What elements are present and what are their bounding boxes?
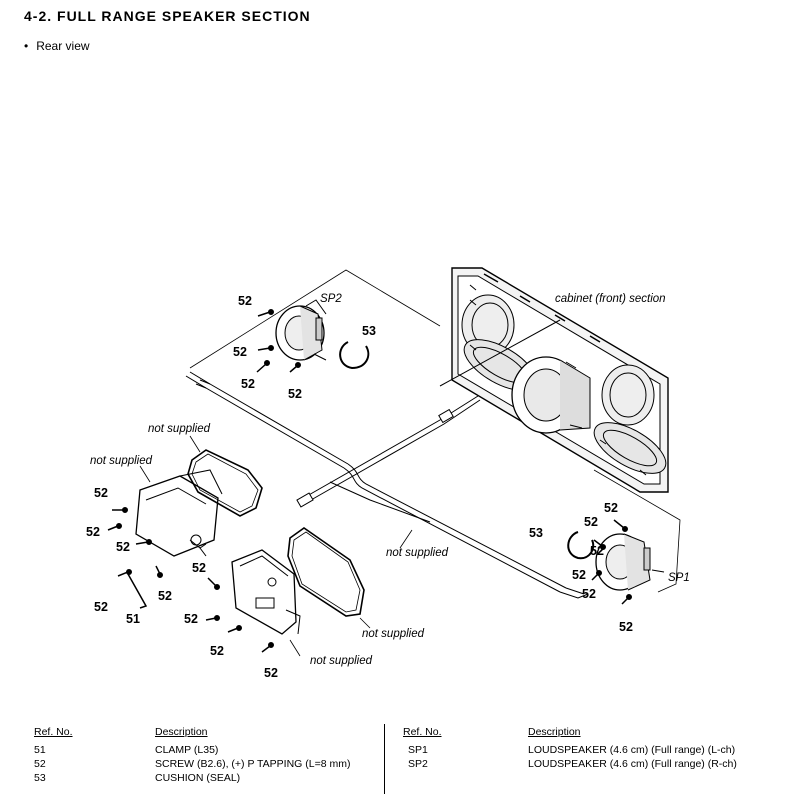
- part-ref: 52: [34, 758, 46, 770]
- ref-callout: 52: [94, 486, 108, 500]
- ref-callout: 52: [192, 561, 206, 575]
- ref-callout: 52: [604, 501, 618, 515]
- part-description: CLAMP (L35): [155, 744, 219, 756]
- ref-callout: 52: [86, 525, 100, 539]
- exploded-view-diagram: cabinet (front) section SP2 SP1 not supp…: [86, 267, 690, 680]
- screws-sp2: [256, 309, 301, 373]
- ref-callout: 52: [158, 589, 172, 603]
- part-description: CUSHION (SEAL): [155, 772, 241, 784]
- label-cabinet-front-section: cabinet (front) section: [555, 293, 666, 305]
- cushion-53-top: [339, 341, 370, 370]
- ref-callout: 52: [233, 345, 247, 359]
- view-caption: • Rear view: [24, 39, 90, 53]
- ref-callout: 52: [572, 568, 586, 582]
- ref-callout: 52: [582, 587, 596, 601]
- ref-callout: 52: [584, 515, 598, 529]
- ref-callout: 52: [116, 540, 130, 554]
- parts-list: Ref. No. Description 51 CLAMP (L35) 52 S…: [0, 720, 800, 800]
- table-divider: [384, 724, 385, 794]
- cabinet-front-section: [451, 267, 669, 493]
- part-ref: 51: [34, 744, 46, 756]
- lower-enclosure: [231, 549, 301, 635]
- part-ref: 53: [34, 772, 46, 784]
- bullet-glyph: •: [24, 39, 29, 53]
- ref-callout: 52: [238, 294, 252, 308]
- ref-callout: 52: [264, 666, 278, 680]
- label-sp2: SP2: [320, 293, 342, 305]
- cushion-53-right: [567, 531, 595, 560]
- label-not-supplied-enclosure-left: not supplied: [90, 455, 153, 467]
- ref-callout: 52: [288, 387, 302, 401]
- screws-left-enclosure: [107, 507, 163, 578]
- gasket-left: [187, 449, 263, 517]
- label-not-supplied-gasket-lower: not supplied: [362, 628, 425, 640]
- screws-sp1: [591, 519, 632, 605]
- header-ref-no-left: Ref. No.: [34, 726, 73, 738]
- part-description: LOUDSPEAKER (4.6 cm) (Full range) (L-ch): [528, 744, 736, 756]
- part-ref: SP2: [408, 758, 428, 770]
- header-description-right: Description: [528, 726, 581, 738]
- label-sp1: SP1: [668, 572, 690, 584]
- ref-callout: 52: [94, 600, 108, 614]
- ref-callout: 52: [619, 620, 633, 634]
- label-not-supplied-enclosure-lower: not supplied: [310, 655, 373, 667]
- label-not-supplied-gasket-left: not supplied: [148, 423, 211, 435]
- view-caption-text: Rear view: [36, 39, 90, 53]
- header-description-left: Description: [155, 726, 208, 738]
- ref-callout: 52: [210, 644, 224, 658]
- left-enclosure: [135, 469, 223, 557]
- header-ref-no-right: Ref. No.: [403, 726, 442, 738]
- part-description: LOUDSPEAKER (4.6 cm) (Full range) (R-ch): [528, 758, 737, 770]
- speaker-sp1: [595, 533, 665, 591]
- ref-callout: 53: [362, 324, 376, 338]
- ref-callout: 52: [590, 544, 604, 558]
- label-not-supplied-cable: not supplied: [386, 547, 449, 559]
- ref-callout: 51: [126, 612, 140, 626]
- ref-callout: 52: [241, 377, 255, 391]
- part-description: SCREW (B2.6), (+) P TAPPING (L=8 mm): [155, 758, 351, 770]
- part-ref: SP1: [408, 744, 428, 756]
- screws-lower-enclosure: [205, 577, 274, 653]
- clamp-51: [127, 573, 148, 609]
- section-title: 4-2. FULL RANGE SPEAKER SECTION: [24, 8, 311, 24]
- speaker-sp2: [275, 299, 327, 361]
- note-leaders: [139, 435, 413, 657]
- ref-callout: 52: [184, 612, 198, 626]
- speaker-cables: [185, 319, 589, 599]
- ref-callout: 53: [529, 526, 543, 540]
- gasket-lower: [287, 527, 365, 617]
